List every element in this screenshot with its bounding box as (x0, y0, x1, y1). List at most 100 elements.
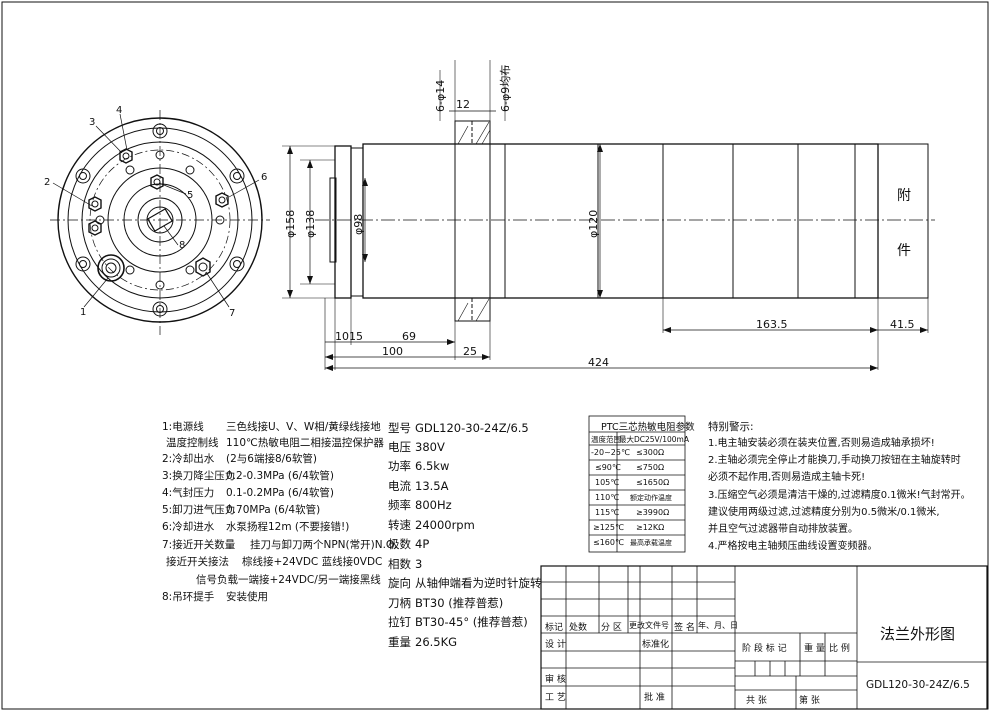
tb-sheet-no: 第 张 (799, 696, 820, 706)
ptc-row-res: 额定动作温度 (630, 494, 672, 502)
ptc-row-res: ≥12KΩ (636, 523, 665, 532)
label-1: 1 (80, 307, 86, 318)
spec-key: 旋向 (388, 576, 411, 590)
tb-process: 工 艺 (545, 693, 566, 703)
spec-key: 拉钉 (388, 615, 411, 629)
tb-stage: 阶 段 标 记 (742, 644, 787, 654)
tb-check: 审 核 (545, 675, 566, 685)
dim-d158: φ158 (284, 210, 297, 238)
tb-standard: 标准化 (642, 640, 670, 650)
tb-sheet-total: 共 张 (746, 696, 767, 706)
dim-69: 69 (402, 330, 416, 343)
dim-hole9: 6-φ9均布 (499, 65, 512, 112)
spec-key: 功率 (388, 459, 411, 473)
tb-mark: 标记 (545, 623, 564, 633)
title-block-frame (540, 565, 988, 710)
label-4: 4 (116, 105, 122, 116)
spec-value: 4P (415, 537, 430, 551)
note-label-3: 3:换刀降尘压力 (162, 470, 236, 482)
note-value-2: (2与6端接8/6软管) (226, 453, 317, 465)
ptc-row-temp: 115℃ (595, 508, 620, 517)
tb-weight: 重 量 (804, 644, 825, 654)
ptc-row-res: ≥3990Ω (636, 508, 670, 517)
dim-15: 15 (349, 330, 363, 343)
note-label-1: 1:电源线 (162, 421, 204, 433)
warning-line: 3.压缩空气必须是清洁干燥的,过滤精度0.1微米!气封常开。 (708, 490, 971, 501)
spec-key: 电流 (388, 479, 411, 493)
label-8: 8 (179, 240, 185, 251)
warning-line: 并且空气过滤器带自动排放装置。 (708, 524, 858, 535)
note-label-8: 8:吊环提手 (162, 591, 215, 603)
warning-line: 必须不起作用,否则易造成主轴卡死! (708, 472, 866, 483)
note-label-7: 7:接近开关数量 (162, 539, 236, 551)
dim-hole14: 6-φ14 (434, 80, 447, 112)
power-connector (97, 254, 125, 282)
spec-value: 6.5kw (415, 459, 450, 473)
spec-key: 重量 (388, 635, 411, 649)
ptc-header-temp: 温度范围 (591, 435, 621, 444)
dim-163: 163.5 (756, 318, 788, 331)
note-label-temp: 温度控制线 (166, 437, 219, 449)
spec-key: 型号 (388, 421, 411, 435)
tb-date: 年、月、日 (698, 621, 738, 630)
mount-hole (152, 301, 168, 317)
ptc-row-temp: 105℃ (595, 478, 620, 487)
spec-value: 从轴伸端看为逆时针旋转 (415, 576, 542, 590)
note-value-temp: 110℃热敏电阻二相接温控保护器 (226, 437, 384, 449)
dim-424: 424 (588, 356, 609, 369)
warnings-title: 特别警示: (708, 421, 754, 433)
note-value-7b: 棕线接+24VDC 蓝线接0VDC (242, 556, 383, 568)
ptc-row-temp: ≤90℃ (595, 463, 621, 472)
ptc-row-res: 最高承载温度 (630, 539, 672, 547)
note-value-7c: 信号负载一端接+24VDC/另一端接黑线 (196, 574, 381, 586)
warning-line: 建议使用两级过滤,过滤精度分别为0.5微米/0.1微米, (708, 507, 940, 518)
spec-key: 转速 (388, 518, 411, 532)
note-label-6: 6:冷却进水 (162, 521, 215, 533)
spec-key: 频率 (388, 498, 411, 512)
warning-line: 2.主轴必须完全停止才能换刀,手动换刀按钮在主轴旋转时 (708, 455, 961, 466)
warning-line: 1.电主轴安装必须在装夹位置,否则易造成轴承损坏! (708, 438, 935, 449)
spec-key: 相数 (388, 557, 411, 571)
spec-value: 3 (415, 557, 423, 571)
spec-value: 800Hz (415, 498, 452, 512)
fitting-4 (119, 148, 133, 164)
spec-value: 380V (415, 440, 445, 454)
note-value-4: 0.1-0.2MPa (6/4软管) (226, 487, 334, 499)
tb-doc: 更改文件号 (629, 621, 669, 630)
accessory-label-1: 附 (897, 188, 911, 204)
dim-d98: φ98 (352, 214, 365, 235)
ptc-title: PTC三芯热敏电阻参数 (601, 422, 695, 433)
ptc-row-temp: ≤160℃ (593, 538, 624, 547)
ptc-row-res: ≤1650Ω (636, 478, 670, 487)
drawing-name: 法兰外形图 (880, 625, 956, 643)
dim-100: 100 (382, 345, 403, 358)
note-label-2: 2:冷却出水 (162, 453, 215, 465)
spec-value: 26.5KG (415, 635, 458, 649)
ptc-row-temp: -20~25℃ (591, 448, 630, 457)
label-7: 7 (229, 308, 235, 319)
spec-value: GDL120-30-24Z/6.5 (415, 421, 529, 435)
spec-value: 13.5A (415, 479, 449, 493)
label-3: 3 (89, 117, 95, 128)
label-6: 6 (261, 172, 267, 183)
note-label-7b: 接近开关接法 (166, 556, 229, 568)
tb-zone: 分 区 (601, 623, 622, 633)
dim-10: 10 (335, 330, 349, 343)
label-5: 5 (187, 190, 193, 201)
spec-key: 电压 (388, 440, 411, 454)
ptc-header-res: 最大DC25V/100mA (619, 435, 689, 444)
spec-value: BT30 (推荐普惹) (415, 596, 504, 610)
spec-key: 极数 (388, 537, 411, 551)
note-value-6: 水泵扬程12m (不要接错!) (226, 521, 350, 533)
tb-design: 设 计 (545, 640, 566, 650)
front-view: 1 2 3 4 5 6 7 8 (44, 105, 270, 335)
ptc-row-temp: ≥125℃ (593, 523, 624, 532)
dim-12: 12 (456, 98, 470, 111)
spec-key: 刀柄 (388, 596, 411, 610)
ptc-row-res: ≤300Ω (636, 448, 665, 457)
drawing-code: GDL120-30-24Z/6.5 (866, 679, 970, 691)
tb-count: 处数 (569, 623, 588, 633)
